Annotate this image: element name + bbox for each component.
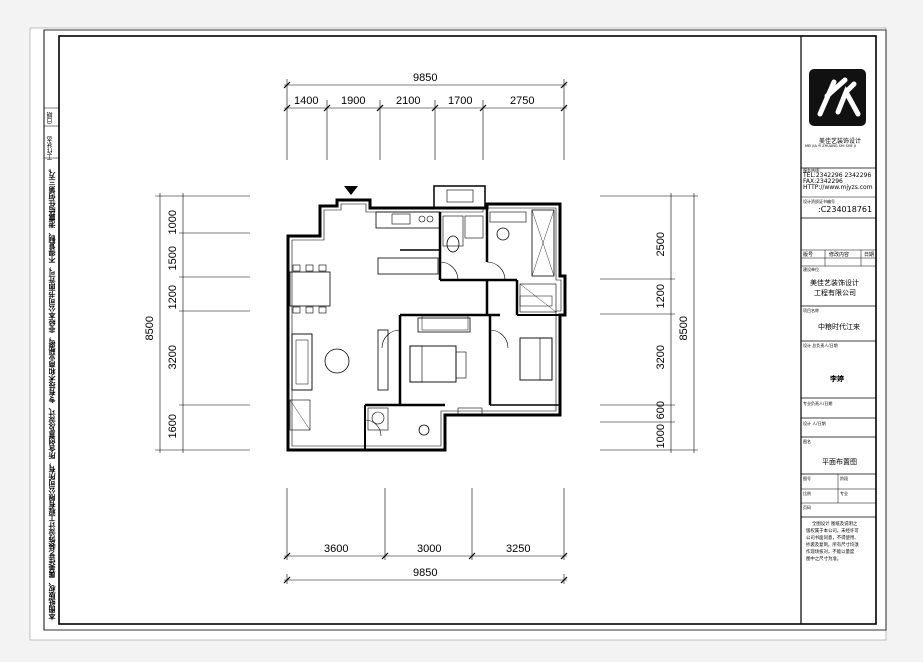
tel-label: 服务热线： — [803, 168, 823, 173]
left-dim-1: 1000 — [167, 210, 179, 235]
note-line-3: 公司书面同意，不得使用、 — [806, 536, 859, 541]
overall-width-bottom: 9850 — [413, 567, 438, 579]
top-dim-3: 2100 — [396, 95, 421, 107]
project-label: 项目名称 — [803, 308, 819, 313]
right-dim-2: 1200 — [655, 284, 667, 309]
company-logo — [809, 69, 866, 126]
floor-plan — [286, 185, 567, 452]
scale-label: 比例 — [803, 491, 811, 496]
cert-number: :C234018761 — [818, 205, 873, 214]
drawing-name: 平面布置图 — [822, 458, 857, 466]
left-dim-4: 3200 — [167, 345, 179, 370]
project-name: 中粮时代江来 — [818, 323, 860, 331]
rev-col-version: 版号 — [803, 252, 814, 258]
stage-label: 阶段 — [840, 476, 848, 481]
tel-number: TEL:2342296 2342296 — [803, 172, 872, 179]
note-line-5: 作现场核对。不能以量度 — [806, 550, 855, 555]
right-dim-4: 600 — [655, 401, 667, 420]
bottom-dim-3: 3250 — [506, 543, 531, 555]
overall-width-top: 9850 — [413, 72, 438, 84]
fax-number: FAX:2342296 — [803, 178, 843, 185]
left-dim-5: 1600 — [167, 414, 179, 439]
website: HTTP://www.mjyzs.com — [803, 184, 873, 191]
dimension-ticks — [283, 81, 568, 584]
pro-lead-label: 专业负责人/日期 — [803, 401, 833, 406]
inner-border — [58, 35, 877, 625]
top-dim-5: 2750 — [510, 95, 535, 107]
bottom-dim-2: 3000 — [417, 543, 442, 555]
left-dim-3: 1200 — [167, 285, 179, 310]
bottom-dim-1: 3600 — [324, 543, 349, 555]
overall-height-left: 8500 — [144, 316, 156, 341]
date-side-tag: 日期 — [47, 112, 54, 124]
dimension-lines — [155, 79, 698, 584]
major-label: 专业 — [840, 491, 848, 496]
right-dim-1: 2500 — [655, 232, 667, 257]
drawing-no-label: 图号 — [803, 476, 811, 481]
note-line-4: 抄袭及复制。所有尺寸均须 — [806, 543, 859, 548]
overall-height-right: 8500 — [678, 316, 690, 341]
note-line-1: 全图设计 图纸及说明之 — [812, 522, 858, 527]
top-dim-4: 1700 — [448, 95, 473, 107]
right-dim-3: 3200 — [655, 345, 667, 370]
drawing-name-label: 图名 — [803, 439, 811, 444]
build-unit-line1: 美佳艺装饰设计 — [810, 279, 859, 287]
company-name-small: 美佳艺装饰设计 — [819, 138, 862, 145]
right-dim-5: 1000 — [655, 424, 667, 449]
title-block-lines — [800, 36, 876, 624]
company-pinyin: MEI JIA YI ZHUANG SHI SHE JI — [805, 144, 856, 148]
design-person-label: 设计 人/日期 — [803, 421, 826, 426]
designer-label: 设计 总负责人/日期 — [803, 343, 838, 348]
copyright-side-note: 本图纸版权、属美佳艺装饰设计工程有限公司所有，所含创意及设计、专有技术和商业秘密… — [48, 165, 56, 620]
rev-col-date: 日期 — [864, 252, 875, 258]
build-unit-label: 建设单位 — [803, 267, 819, 272]
rev-col-content: 修改内容 — [829, 252, 850, 258]
top-dim-1: 1400 — [294, 95, 319, 107]
note-line-2: 版权属于本公司。未经许可 — [806, 529, 859, 534]
top-dim-2: 1900 — [341, 95, 366, 107]
entrance-arrow — [344, 186, 358, 195]
status-side-tag: 工作状态 — [47, 136, 54, 160]
note-line-6: 图中之尺寸为准。 — [806, 557, 842, 562]
cert-label: 设计资质证书编号 — [803, 199, 835, 204]
designer-name: 李婷 — [830, 375, 844, 383]
left-dim-2: 1500 — [167, 246, 179, 271]
page-label: 页码 — [803, 505, 811, 510]
build-unit-line2: 工程有限公司 — [814, 289, 856, 297]
